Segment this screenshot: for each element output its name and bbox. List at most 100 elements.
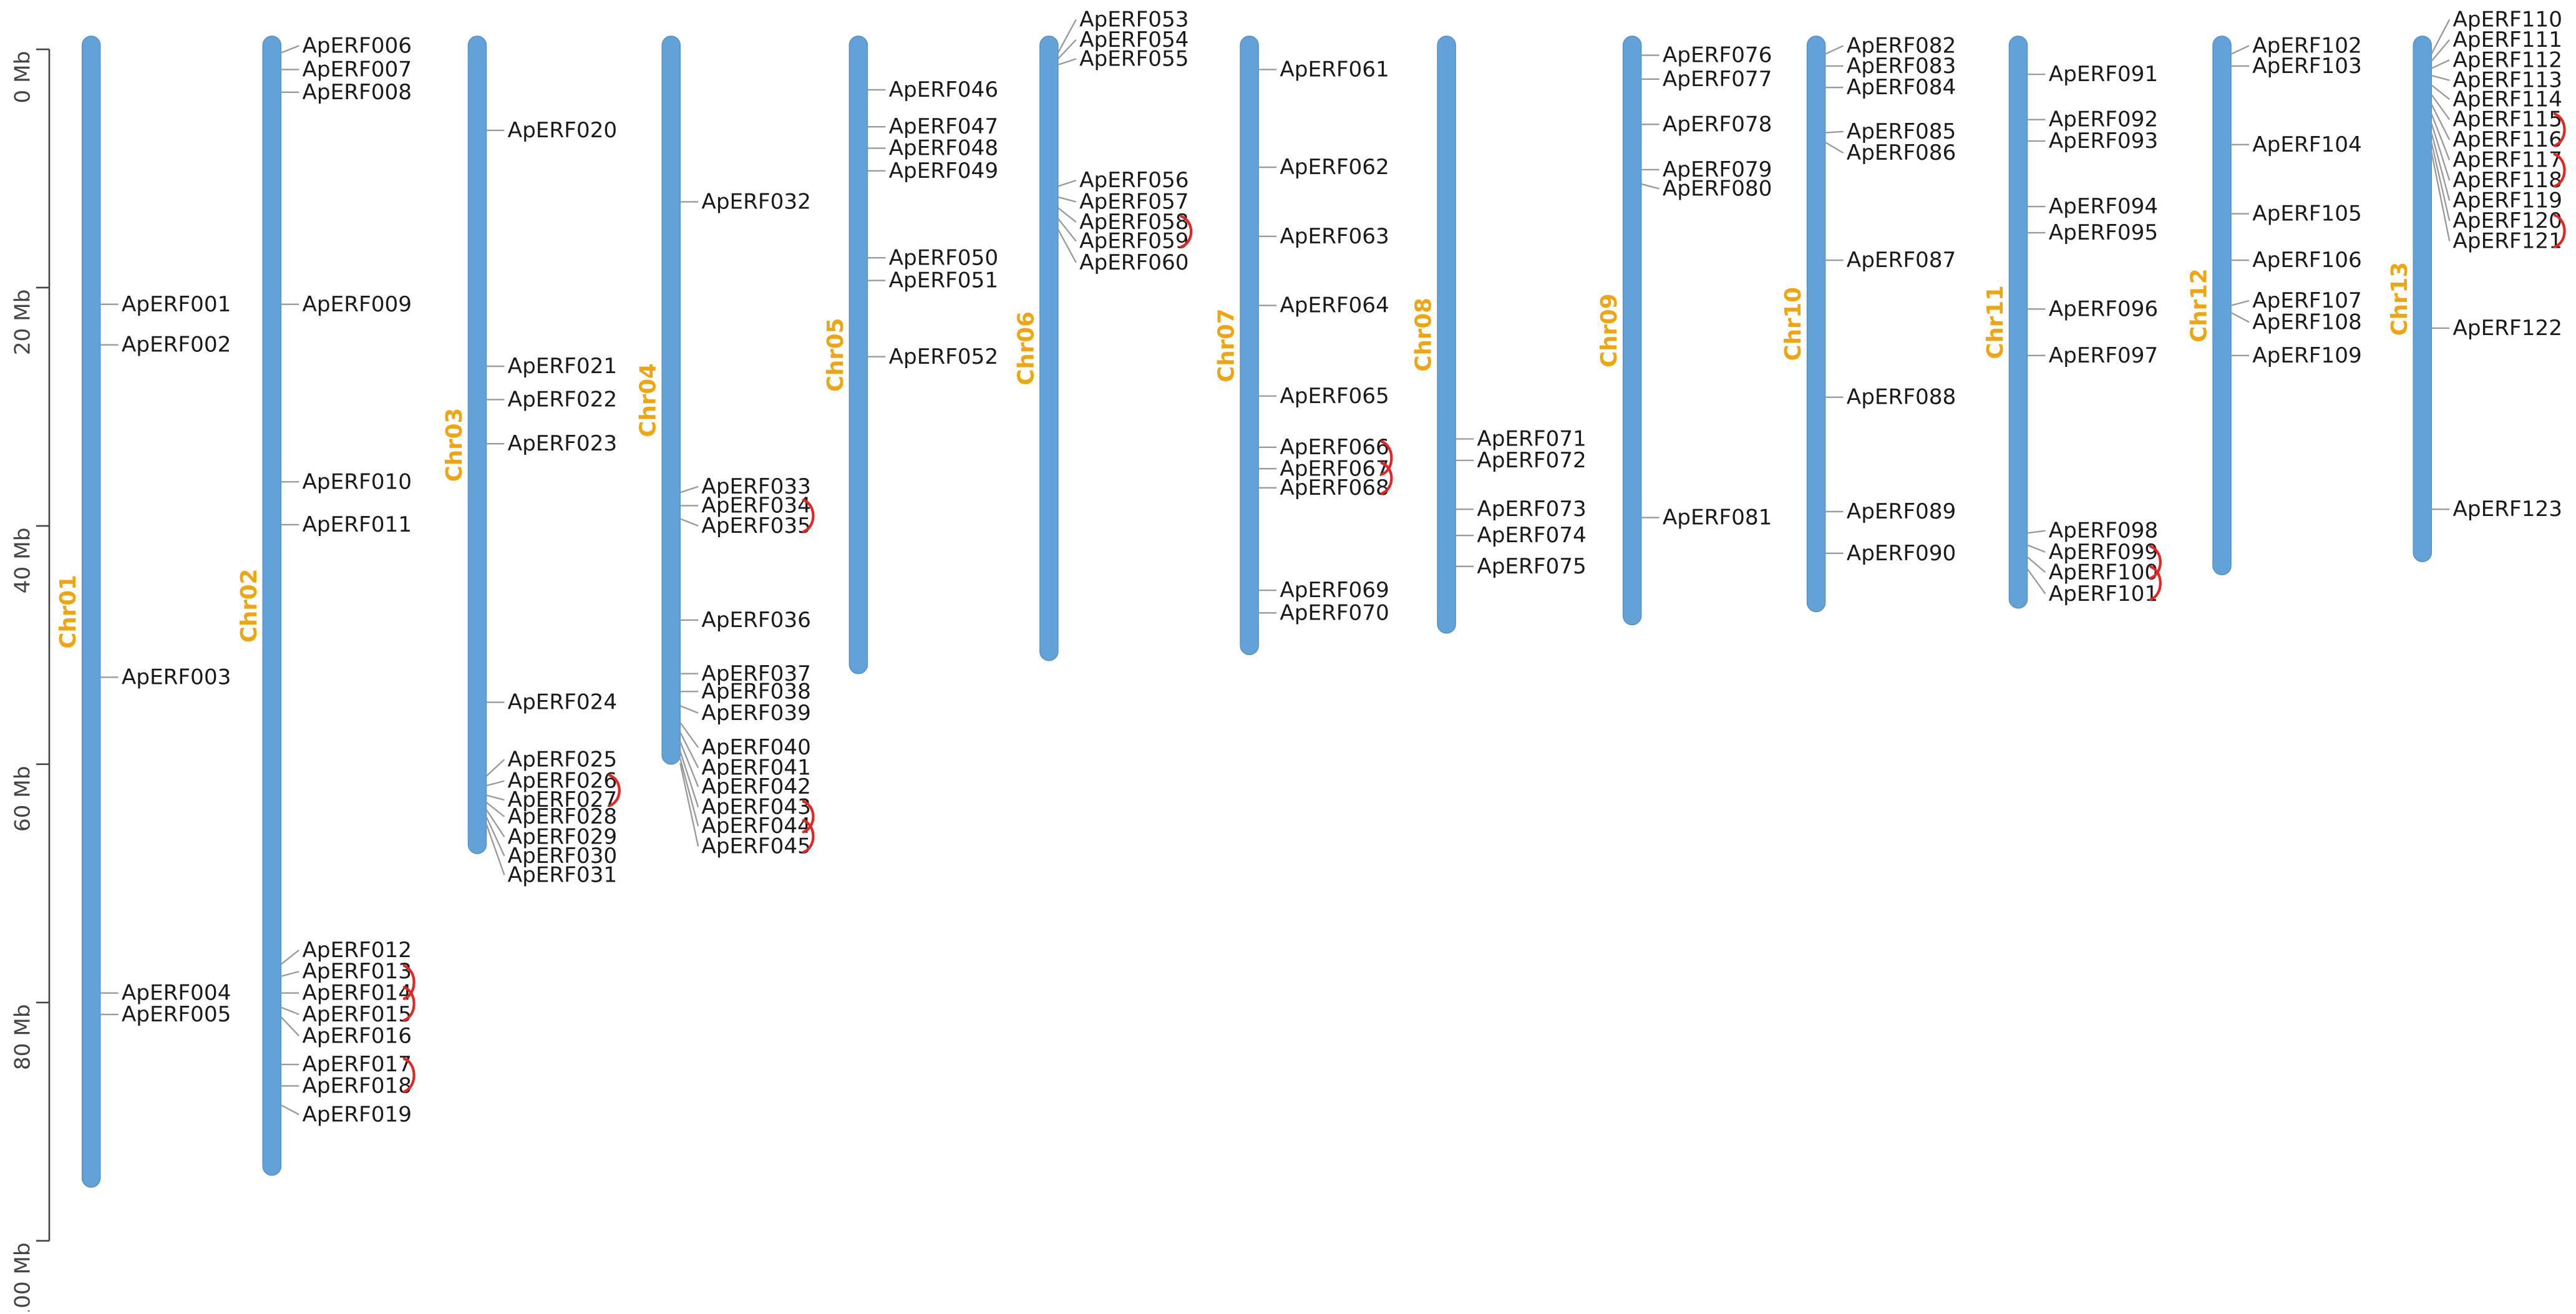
gene-label: ApERF012 — [303, 938, 412, 963]
gene-leader-line — [2431, 59, 2450, 69]
gene-leader-line — [485, 809, 505, 837]
chromosome-bar — [1039, 36, 1059, 661]
gene-label: ApERF086 — [1847, 140, 1956, 165]
gene-label: ApERF067 — [1280, 456, 1389, 481]
gene-label: ApERF057 — [1079, 190, 1189, 215]
chromosome-bar — [1437, 36, 1456, 634]
gene-leader-line — [2431, 142, 2451, 221]
gene-label: ApERF027 — [508, 787, 618, 812]
gene-label: ApERF004 — [122, 981, 231, 1006]
tandem-duplication-arc — [402, 986, 416, 1022]
gene-label: ApERF097 — [2049, 343, 2159, 368]
gene-label: ApERF001 — [122, 292, 231, 317]
gene-leader-line — [679, 722, 699, 748]
gene-leader-line — [679, 757, 699, 827]
gene-label: ApERF010 — [303, 469, 412, 494]
gene-label: ApERF113 — [2453, 68, 2563, 93]
tandem-duplication-arc — [802, 800, 815, 834]
gene-label: ApERF049 — [889, 158, 999, 183]
tandem-duplication-arc — [1380, 440, 1393, 476]
gene-label: ApERF009 — [303, 292, 412, 317]
gene-label: ApERF092 — [2049, 107, 2159, 132]
gene-label: ApERF095 — [2049, 220, 2159, 245]
gene-label: ApERF121 — [2453, 229, 2563, 254]
chromosome-bar — [2212, 36, 2232, 575]
gene-label: ApERF075 — [1477, 554, 1587, 579]
gene-leader-line — [2027, 544, 2046, 553]
tandem-duplication-arc — [2149, 565, 2162, 601]
gene-label: ApERF064 — [1280, 293, 1389, 318]
gene-label: ApERF015 — [303, 1002, 412, 1027]
gene-label: ApERF063 — [1280, 224, 1389, 249]
chromosome-bar — [1240, 36, 1259, 655]
chromosome-bar — [81, 36, 101, 1188]
gene-label: ApERF058 — [1079, 210, 1189, 235]
gene-leader-line — [280, 1104, 299, 1116]
gene-label: ApERF071 — [1477, 427, 1587, 452]
gene-label: ApERF061 — [1280, 57, 1389, 82]
gene-leader-line — [1825, 45, 1844, 55]
gene-leader-line — [2431, 74, 2450, 81]
gene-label: ApERF072 — [1477, 448, 1587, 473]
gene-label: ApERF022 — [508, 387, 618, 412]
chromosome-label: Chr07 — [1214, 308, 1240, 382]
gene-leader-line — [2230, 45, 2250, 55]
gene-label: ApERF032 — [701, 190, 811, 215]
chromosome-bar — [2413, 36, 2433, 562]
chromosome-group-chr04: Chr04ApERF032ApERF033ApERF034ApERF035ApE… — [636, 36, 815, 859]
gene-leader-line — [280, 45, 299, 54]
gene-label: ApERF048 — [889, 136, 999, 161]
chromosome-group-chr12: Chr12ApERF102ApERF103ApERF104ApERF105ApE… — [2187, 33, 2362, 575]
gene-label: ApERF117 — [2453, 148, 2563, 173]
gene-label: ApERF065 — [1280, 384, 1389, 409]
gene-label: ApERF052 — [889, 344, 999, 369]
gene-label: ApERF096 — [2049, 296, 2159, 321]
chromosome-label: Chr03 — [442, 408, 467, 482]
gene-label: ApERF030 — [508, 844, 618, 869]
chromosome-group-chr11: Chr11ApERF091ApERF092ApERF093ApERF094ApE… — [1983, 36, 2162, 609]
gene-label: ApERF103 — [2252, 54, 2362, 79]
gene-label: ApERF013 — [303, 959, 412, 984]
chromosome-label: Chr01 — [56, 575, 81, 648]
gene-leader-line — [679, 751, 699, 807]
chromosome-label: Chr09 — [1597, 293, 1622, 367]
gene-leader-line — [486, 794, 505, 801]
tandem-duplication-arc — [802, 499, 815, 533]
gene-label: ApERF106 — [2252, 248, 2362, 273]
gene-label: ApERF101 — [2049, 582, 2159, 606]
gene-label: ApERF088 — [1847, 385, 1956, 410]
gene-label: ApERF026 — [508, 769, 618, 794]
gene-label: ApERF120 — [2453, 208, 2563, 233]
gene-label: ApERF036 — [701, 608, 811, 633]
gene-leader-line — [679, 731, 699, 769]
gene-label: ApERF021 — [508, 354, 618, 379]
chromosome-bar — [2008, 36, 2028, 609]
gene-leader-line — [2431, 94, 2451, 120]
chromosome-group-chr08: Chr08ApERF071ApERF072ApERF073ApERF074ApE… — [1411, 36, 1587, 634]
gene-label: ApERF123 — [2453, 497, 2563, 522]
gene-leader-line — [2027, 530, 2046, 534]
gene-label: ApERF055 — [1079, 46, 1189, 71]
gene-leader-line — [280, 1016, 300, 1037]
gene-label: ApERF006 — [303, 33, 412, 58]
chromosome-group-chr09: Chr09ApERF076ApERF077ApERF078ApERF079ApE… — [1597, 36, 1772, 626]
gene-leader-line — [2431, 19, 2451, 55]
gene-label: ApERF042 — [701, 774, 811, 799]
axis-tick-label: 0 Mb — [10, 51, 35, 104]
gene-label: ApERF073 — [1477, 497, 1587, 522]
gene-label: ApERF090 — [1847, 541, 1956, 566]
chromosome-group-chr10: Chr10ApERF082ApERF083ApERF084ApERF085ApE… — [1781, 33, 1956, 613]
tandem-duplication-arc — [2553, 112, 2566, 147]
gene-leader-line — [2431, 39, 2451, 62]
gene-label: ApERF099 — [2049, 540, 2159, 565]
tandem-duplication-arc — [2553, 153, 2566, 188]
chromosome-bar — [848, 36, 868, 674]
axis-tick-label: 100 Mb — [10, 1242, 35, 1312]
gene-leader-line — [485, 816, 505, 857]
tandem-duplication-arc — [1380, 461, 1393, 495]
gene-label: ApERF043 — [701, 795, 811, 820]
gene-leader-line — [1057, 19, 1077, 54]
axis-tick-label: 40 Mb — [10, 528, 35, 594]
gene-label: ApERF060 — [1079, 250, 1189, 275]
